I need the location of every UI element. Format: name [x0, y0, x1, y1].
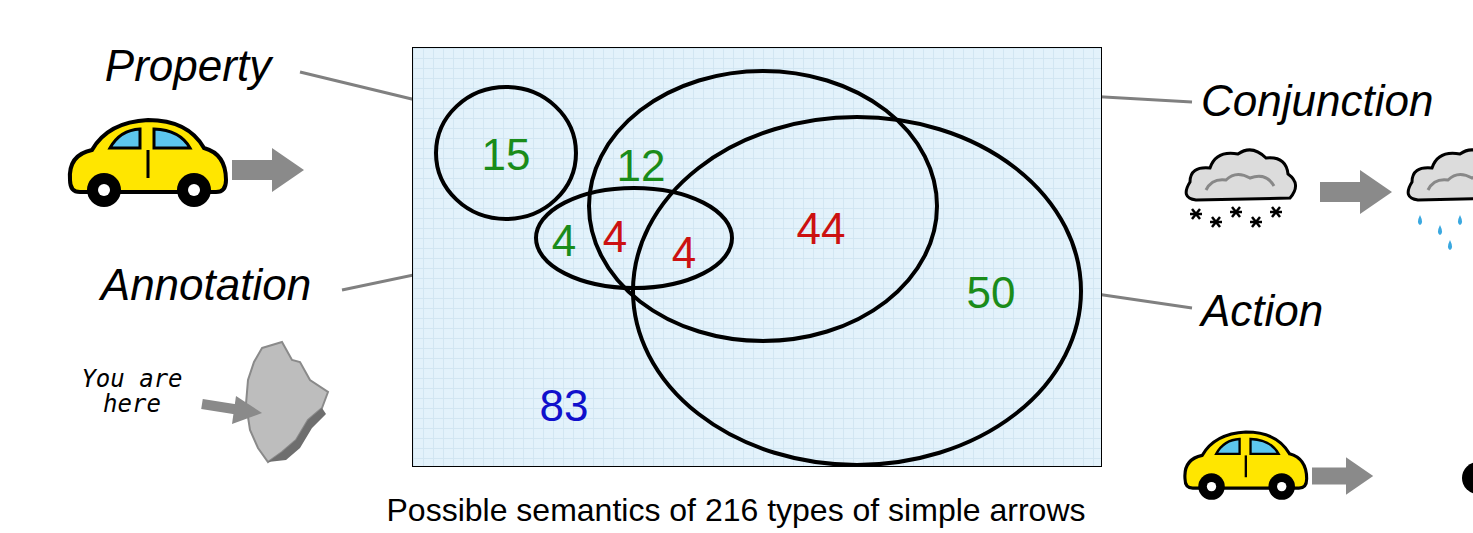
- caption: Possible semantics of 216 types of simpl…: [387, 494, 1086, 526]
- set-outline-shape: [436, 87, 576, 219]
- count-number: 4: [552, 219, 576, 263]
- action-ellipse: Action50: [631, 115, 1083, 467]
- property-circle: Property15: [434, 85, 578, 221]
- count-number: 4: [603, 215, 627, 259]
- set-label: Property: [105, 44, 271, 88]
- count-number: 83: [540, 384, 589, 428]
- set-outline-shape: [589, 71, 937, 341]
- set-outline-shape: [633, 117, 1081, 465]
- set-outline-shape: [536, 188, 732, 288]
- conjunction-ellipse: Conjunction12444: [587, 69, 939, 343]
- count-number: 12: [617, 144, 666, 188]
- count-number: 44: [797, 207, 846, 251]
- annotation-ellipse: Annotation44: [534, 186, 734, 290]
- set-label: Action: [1201, 289, 1323, 333]
- panel-rect: 83Property15Conjunction12444Annotation44…: [412, 47, 1102, 467]
- map-annotation: You are here: [67, 367, 197, 417]
- count-number: 15: [482, 133, 531, 177]
- count-number: 50: [967, 271, 1016, 315]
- set-label: Conjunction: [1201, 79, 1433, 123]
- set-label: Annotation: [101, 263, 311, 307]
- set-outline: [587, 69, 939, 343]
- count-number: 4: [672, 231, 696, 275]
